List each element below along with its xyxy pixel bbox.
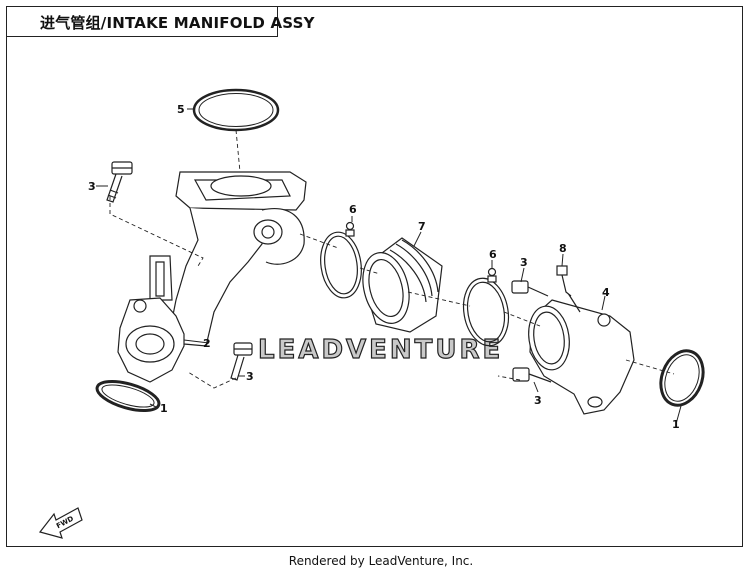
callout-5: 5 (177, 103, 185, 116)
part-6-clamp-left[interactable] (317, 221, 366, 301)
leader-lines (96, 108, 682, 425)
callout-4: 4 (602, 286, 610, 299)
page-title: 进气管组/INTAKE MANIFOLD ASSY (40, 14, 315, 32)
part-5-o-ring[interactable] (192, 88, 280, 132)
part-1-gasket-left[interactable] (94, 376, 162, 417)
footer-credit: Rendered by LeadVenture, Inc. (0, 554, 750, 568)
callout-8: 8 (559, 242, 567, 255)
fwd-arrow-icon: FWD (38, 507, 83, 539)
callout-3-upper-left: 3 (88, 180, 96, 193)
callout-7: 7 (418, 220, 426, 233)
callout-1-right: 1 (672, 418, 680, 431)
callout-1-left: 1 (160, 402, 168, 415)
callout-3-lower-right: 3 (534, 394, 542, 407)
title-box (6, 6, 278, 37)
part-4-outlet-housing[interactable] (525, 289, 635, 415)
callout-6-right: 6 (489, 248, 497, 261)
callout-3-upper-right: 3 (520, 256, 528, 269)
callout-3-lower-left: 3 (246, 370, 254, 383)
watermark-text: LEADVENTURE (258, 335, 503, 365)
footer-text: Rendered by LeadVenture, Inc. (288, 554, 474, 568)
part-8-fitting[interactable] (556, 265, 572, 297)
callout-6-left: 6 (349, 203, 357, 216)
part-3-bolt-upper[interactable] (106, 161, 133, 203)
part-6-clamp-right[interactable] (458, 267, 513, 350)
part-2-intake-manifold[interactable] (117, 171, 307, 383)
part-7-rubber-boot[interactable] (356, 237, 443, 333)
part-1-gasket-right[interactable] (654, 345, 711, 411)
diagram-frame (6, 6, 743, 547)
part-3-bolt-right-upper[interactable] (511, 280, 549, 297)
callout-2: 2 (203, 337, 211, 350)
assembly-lines (109, 129, 675, 389)
part-3-bolt-right-lower[interactable] (512, 367, 552, 383)
